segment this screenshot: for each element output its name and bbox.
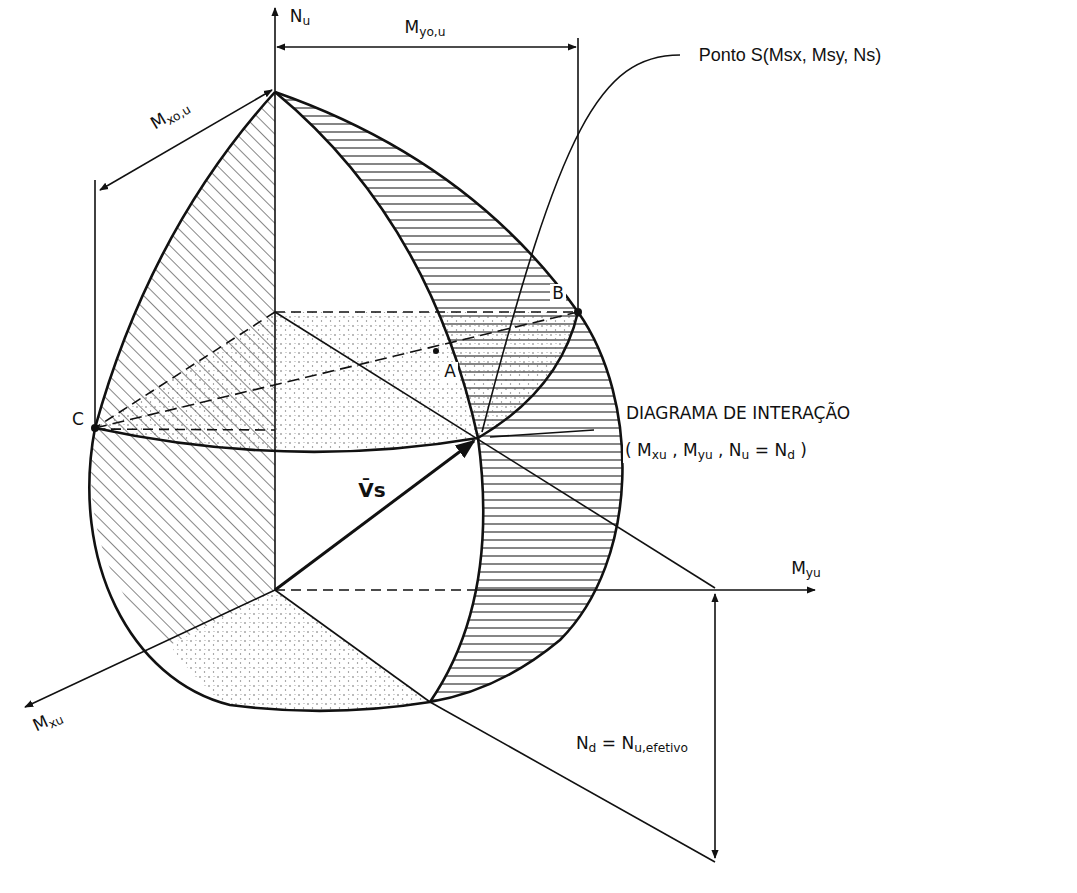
section-ray	[275, 312, 715, 588]
vs-vector	[275, 441, 474, 590]
section-my-line	[275, 311, 578, 313]
text-part: ( M	[625, 440, 652, 460]
subscript: xo,u	[163, 103, 192, 128]
section-curve	[95, 312, 578, 452]
note-label: ( Mxu , Myu , Nu = Nd )	[623, 441, 809, 462]
mxo-extension	[94, 180, 96, 424]
point-label: C	[70, 410, 86, 430]
text-part: M	[404, 17, 419, 37]
point-a	[433, 348, 439, 354]
subscript: u	[742, 449, 750, 463]
dimension-label: Nd = Nu,efetivo	[574, 734, 690, 755]
text-part: M	[791, 558, 806, 578]
construction-lines	[25, 8, 815, 862]
nd-dimension	[714, 594, 716, 858]
text-part: V̄s	[358, 478, 385, 502]
section-stipple	[95, 312, 578, 452]
text-part: B	[552, 283, 564, 303]
my-axis-hidden	[275, 589, 470, 591]
axis-label: Nu	[288, 7, 312, 28]
point-c	[91, 424, 99, 432]
point-label: B	[550, 284, 566, 304]
n-axis	[274, 8, 276, 590]
axis-label: Mxu	[28, 705, 68, 739]
meridian	[275, 92, 483, 702]
point-label: Ponto S(Msx, Msy, Ns)	[697, 45, 884, 66]
mxo-dimension	[100, 90, 272, 190]
outline	[89, 92, 622, 711]
section-c-level	[95, 429, 275, 430]
subscript: u,efetivo	[634, 742, 688, 756]
chord-cb	[95, 312, 578, 428]
right-profile	[275, 92, 578, 312]
text-part: Ponto S(Msx, Msy, Ns)	[699, 45, 882, 65]
text-part: = N	[596, 733, 634, 753]
text-part: C	[72, 409, 84, 429]
diagram-leader	[490, 430, 594, 437]
point-b	[574, 308, 582, 316]
subscript: u	[302, 15, 310, 29]
dimension-label: Myo,u	[402, 18, 447, 39]
base-ray	[430, 702, 715, 862]
subscript: d	[589, 742, 597, 756]
section-mx-line	[95, 312, 275, 428]
point-label: A	[442, 362, 458, 382]
subscript: yu	[806, 567, 821, 581]
vector-label: V̄s	[356, 479, 387, 502]
text-part: A	[444, 361, 456, 381]
note-label: DIAGRAMA DE INTERAÇÃO	[624, 404, 852, 424]
text-part: , M	[667, 440, 698, 460]
myo-dimension	[277, 46, 576, 48]
fills	[91, 92, 622, 711]
text-part: = N	[749, 440, 787, 460]
subscript: xu	[652, 449, 667, 463]
axis-label: Myu	[789, 559, 823, 580]
text-part: )	[795, 440, 807, 460]
text-part: M	[147, 109, 170, 134]
left-profile	[95, 92, 275, 428]
point-s-leader	[482, 55, 680, 432]
subscript: d	[787, 449, 795, 463]
text-part: N	[290, 6, 303, 26]
base-stipple	[170, 590, 430, 711]
myo-extension	[577, 38, 579, 308]
text-part: N	[576, 733, 589, 753]
subscript: yo,u	[419, 26, 445, 40]
left-lower-profile	[89, 428, 430, 711]
mx-axis	[25, 590, 275, 707]
subscript: yu	[698, 449, 713, 463]
text-part: DIAGRAMA DE INTERAÇÃO	[626, 403, 850, 423]
base-line	[275, 590, 430, 702]
text-part: , N	[713, 440, 742, 460]
dimension-label: Mxo,u	[145, 95, 194, 136]
my-axis	[470, 589, 815, 591]
